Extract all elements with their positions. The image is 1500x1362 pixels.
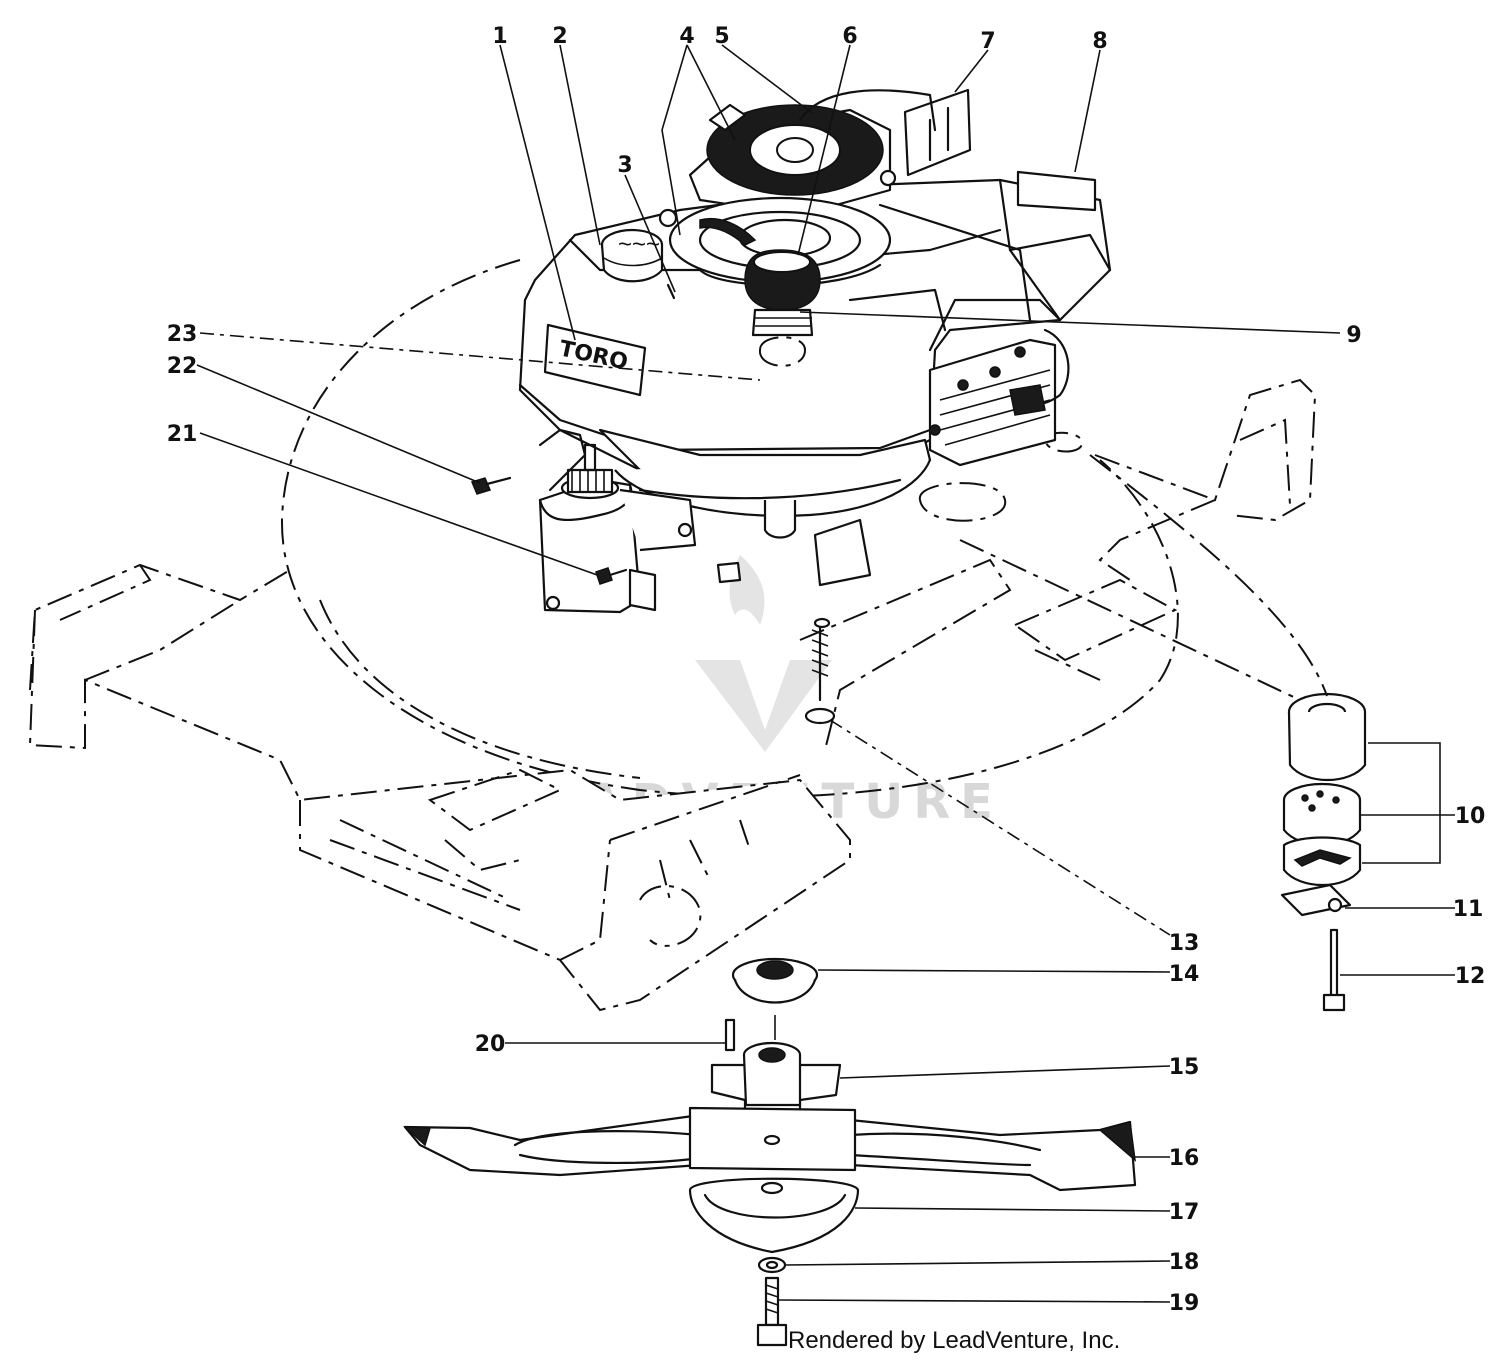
control-bracket [798, 88, 1097, 212]
engine-shroud: TORO [518, 178, 1112, 472]
callout-10: 10 [1455, 804, 1486, 829]
callout-6: 6 [842, 24, 857, 49]
engine-base [598, 428, 932, 587]
callout-labels: 1 2 3 4 5 6 7 8 9 10 11 12 13 14 15 16 1… [167, 24, 1486, 1316]
callout-11: 11 [1453, 897, 1484, 922]
callout-2: 2 [552, 24, 567, 49]
callout-9: 9 [1346, 323, 1361, 348]
callout-3: 3 [617, 153, 632, 178]
callout-4: 4 [679, 24, 694, 49]
callout-1: 1 [492, 24, 507, 49]
callout-17: 17 [1169, 1200, 1200, 1225]
recoil-starter [688, 103, 897, 217]
callout-12: 12 [1455, 964, 1486, 989]
callout-22: 22 [167, 354, 198, 379]
callout-15: 15 [1169, 1055, 1200, 1080]
callout-16: 16 [1169, 1146, 1200, 1171]
callout-14: 14 [1169, 962, 1200, 987]
callout-7: 7 [980, 29, 995, 54]
callout-23: 23 [167, 322, 198, 347]
electric-starter [538, 428, 742, 614]
mower-deck [28, 259, 1317, 1012]
svg-text:~~~: ~~~ [618, 231, 660, 258]
blade-assembly [402, 957, 1137, 1347]
engine-mount [1280, 692, 1367, 1012]
callout-13: 13 [1169, 931, 1200, 956]
callout-18: 18 [1169, 1250, 1200, 1275]
spring-bolt [804, 617, 836, 725]
fuel-cap: ~~~ [600, 208, 678, 300]
primer-bulb [744, 249, 821, 367]
callout-20: 20 [475, 1032, 506, 1057]
callout-5: 5 [714, 24, 729, 49]
callout-8: 8 [1092, 29, 1107, 54]
callout-19: 19 [1169, 1291, 1200, 1316]
callout-21: 21 [167, 422, 198, 447]
leader-lines [196, 44, 1455, 1303]
render-credit: Rendered by LeadVenture, Inc. [788, 1327, 1120, 1354]
starter-pulley [668, 196, 892, 287]
